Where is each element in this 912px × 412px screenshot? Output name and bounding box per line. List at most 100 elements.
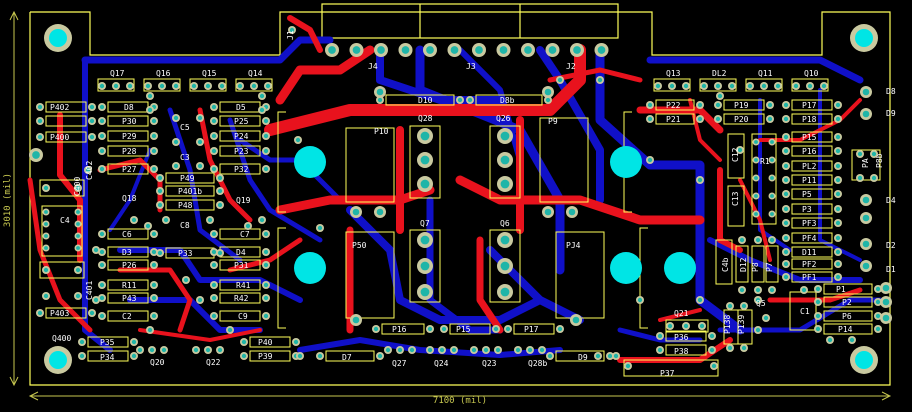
- resistor-pad: [150, 147, 158, 155]
- ic-pin: [74, 220, 82, 228]
- via: [826, 336, 834, 344]
- to220-outline: [489, 125, 521, 199]
- designator: D5: [236, 103, 246, 112]
- designator: D11: [802, 248, 817, 257]
- designator: P11: [802, 176, 817, 185]
- resistor-outline: [791, 232, 833, 244]
- resistor-pad: [766, 101, 774, 109]
- resistor-pad: [834, 190, 842, 198]
- resistor-pad: [834, 147, 842, 155]
- designator: Q21: [674, 309, 689, 318]
- resistor-pad: [782, 133, 790, 141]
- transistor-pad: [218, 82, 226, 90]
- resistor-pad: [782, 147, 790, 155]
- via: [172, 162, 180, 170]
- designator: PA: [861, 158, 870, 168]
- resistor-pad: [504, 325, 512, 333]
- designator: P20: [734, 115, 749, 124]
- resistor-outline: [87, 336, 129, 348]
- transistor-pad: [112, 82, 120, 90]
- via: [556, 76, 564, 84]
- pad: [762, 314, 770, 322]
- resistor-pad: [88, 309, 96, 317]
- power-pad: [417, 284, 433, 300]
- designator: PL2: [802, 162, 817, 171]
- power-pad: [417, 152, 433, 168]
- designator: Q20: [150, 358, 165, 367]
- resistor-outline: [791, 217, 833, 229]
- pad: [768, 286, 776, 294]
- resistor-pad: [98, 165, 106, 173]
- resistor-outline: [791, 188, 833, 200]
- designator: D8: [886, 87, 896, 96]
- designator: PF3: [802, 219, 817, 228]
- designator: P19: [734, 101, 749, 110]
- via: [146, 106, 154, 114]
- transistor-outline: [143, 78, 181, 92]
- resistor-outline: [107, 259, 149, 271]
- designator: D9: [578, 353, 588, 362]
- resistor-pad: [36, 117, 44, 125]
- ic-pin: [752, 156, 760, 164]
- resistor-pad: [262, 132, 270, 140]
- heatsink-hole-2: [294, 252, 326, 284]
- transistor-pad: [148, 346, 156, 354]
- transistor-pad: [774, 82, 782, 90]
- edge-pad: [860, 260, 872, 272]
- resistor-outline: [723, 113, 765, 125]
- resistor-pad: [782, 162, 790, 170]
- transistor-pad: [384, 346, 392, 354]
- transistor-outline: [791, 78, 829, 92]
- transistor-pad: [746, 82, 754, 90]
- power-transistor-outline: [345, 127, 395, 203]
- designator: C402: [85, 161, 94, 180]
- resistor-pad: [782, 234, 790, 242]
- resistor-pad: [88, 117, 96, 125]
- resistor-outline: [219, 310, 261, 322]
- designator: D9: [886, 109, 896, 118]
- ic-pin: [74, 232, 82, 240]
- pad: [768, 236, 776, 244]
- resistor-pad: [36, 133, 44, 141]
- to220-outline: [409, 229, 441, 303]
- resistor-outline: [823, 283, 873, 295]
- resistor-pad: [210, 294, 218, 302]
- heatsink-hole-4: [610, 252, 642, 284]
- resistor-pad: [834, 162, 842, 170]
- via: [92, 296, 100, 304]
- pad: [726, 302, 734, 310]
- designator: R41: [236, 281, 251, 290]
- resistor-outline: [165, 185, 215, 197]
- ic-pin: [768, 174, 776, 182]
- designator: PF4: [802, 234, 817, 243]
- designator: C13: [731, 191, 740, 206]
- resistor-outline: [165, 172, 215, 184]
- resistor-pad: [156, 174, 164, 182]
- transistor-pad: [438, 346, 446, 354]
- resistor-pad: [834, 115, 842, 123]
- designator: P9: [548, 117, 558, 126]
- resistor-pad: [546, 352, 554, 360]
- resistor-pad: [216, 201, 224, 209]
- designator: R42: [234, 294, 249, 303]
- to220-outline: [409, 125, 441, 199]
- transistor-outline: [97, 78, 135, 92]
- resistor-pad: [150, 165, 158, 173]
- resistor-pad: [98, 117, 106, 125]
- diode-outline: [325, 350, 375, 362]
- resistor-outline: [219, 279, 261, 291]
- resistor-outline: [623, 359, 719, 377]
- resistor-pad: [814, 325, 822, 333]
- power-pad: [374, 86, 386, 98]
- connector-pin: [288, 26, 296, 34]
- via: [258, 216, 266, 224]
- transistor-pad: [236, 82, 244, 90]
- via: [146, 92, 154, 100]
- designator: P21: [666, 115, 681, 124]
- designator: P16: [802, 147, 817, 156]
- ic-pin: [768, 192, 776, 200]
- resistor-pad: [98, 281, 106, 289]
- transistor-pad: [396, 346, 404, 354]
- ic-outline: [751, 133, 777, 225]
- resistor-outline: [791, 131, 833, 143]
